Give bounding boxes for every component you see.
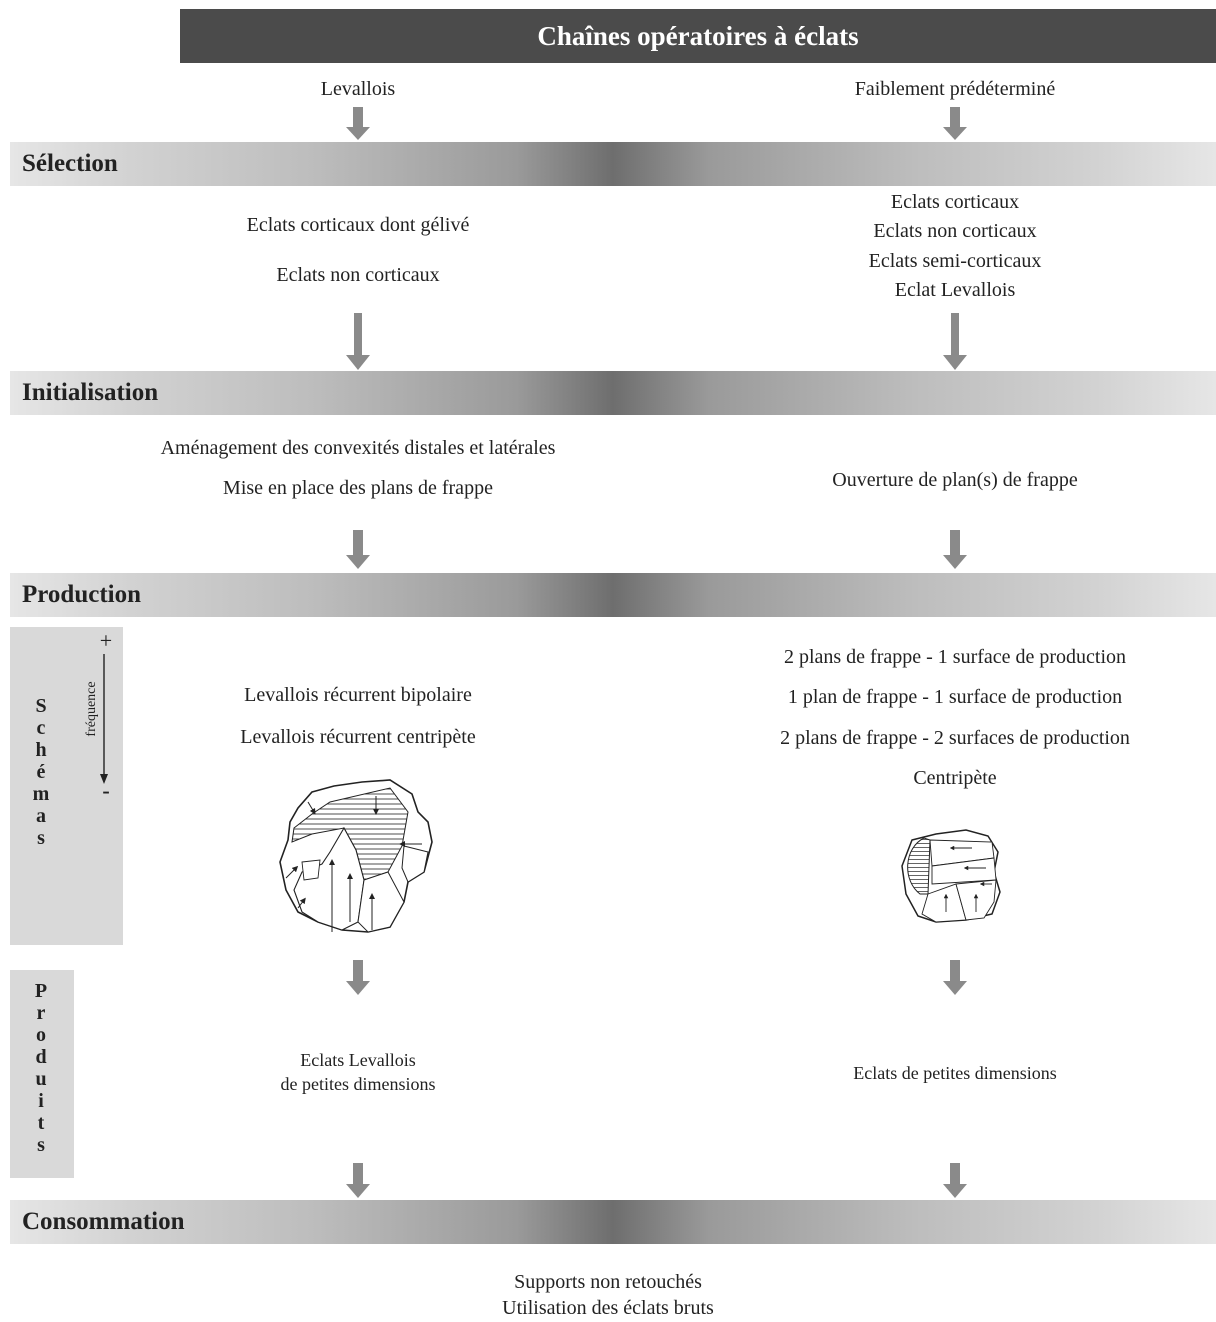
down-arrow-icon	[943, 530, 967, 569]
diagram-title: Chaînes opératoires à éclats	[180, 9, 1216, 63]
produits-vertical-label: P r o d u i t s	[28, 980, 54, 1156]
produits-letter: r	[36, 1002, 46, 1024]
column-header-levallois: Levallois	[320, 78, 396, 100]
selection-left-item: Eclats corticaux dont gélivé	[246, 214, 470, 236]
schemas-vertical-label: S c h é m a s	[28, 695, 54, 849]
frequency-axis: + - fréquence	[72, 628, 124, 803]
consommation-item: Supports non retouchés	[514, 1271, 702, 1293]
section-label: Consommation	[22, 1208, 185, 1235]
down-arrow-icon	[346, 313, 370, 370]
selection-right-item: Eclat Levallois	[894, 279, 1016, 301]
produits-letter: d	[35, 1046, 47, 1068]
initialisation-right-item: Ouverture de plan(s) de frappe	[832, 469, 1078, 491]
down-arrow-icon	[346, 107, 370, 140]
section-label: Sélection	[22, 150, 118, 177]
section-band-consommation: Consommation	[10, 1200, 1216, 1244]
frequency-minus: -	[102, 778, 110, 803]
down-arrow-icon	[346, 530, 370, 569]
centripetal-core-drawing	[901, 829, 1001, 923]
schemas-right-item: 1 plan de frappe - 1 surface de producti…	[787, 686, 1123, 708]
down-arrow-icon	[346, 1163, 370, 1198]
schemas-right-item: 2 plans de frappe - 1 surface de product…	[783, 646, 1127, 668]
schemas-left-item: Levallois récurrent bipolaire	[244, 684, 472, 706]
selection-right-item: Eclats corticaux	[890, 191, 1020, 213]
section-label: Production	[22, 581, 141, 608]
produits-left-item: de petites dimensions	[280, 1074, 436, 1094]
produits-letter: o	[36, 1024, 46, 1046]
initialisation-left-item: Mise en place des plans de frappe	[223, 477, 493, 499]
down-arrow-icon	[346, 960, 370, 995]
down-arrow-icon	[943, 960, 967, 995]
section-band-production: Production	[10, 573, 1216, 617]
schemas-letter: a	[36, 805, 46, 827]
selection-left-item: Eclats non corticaux	[276, 264, 440, 286]
selection-right-item: Eclats non corticaux	[873, 220, 1037, 242]
section-band-selection: Sélection	[10, 142, 1216, 186]
schemas-letter: m	[32, 783, 50, 805]
schemas-letter: é	[36, 761, 46, 783]
initialisation-left-item: Aménagement des convexités distales et l…	[160, 437, 556, 459]
produits-letter: u	[35, 1068, 47, 1090]
frequency-arrow-icon	[100, 654, 108, 784]
produits-letter: i	[38, 1090, 44, 1112]
consommation-item: Utilisation des éclats bruts	[502, 1297, 714, 1319]
schemas-letter: S	[35, 695, 47, 717]
schemas-left-item: Levallois récurrent centripète	[240, 726, 476, 748]
down-arrow-icon	[943, 313, 967, 370]
section-band-initialisation: Initialisation	[10, 371, 1216, 415]
schemas-right-item: Centripète	[913, 767, 997, 789]
produits-letter: t	[37, 1112, 45, 1134]
column-header-faiblement: Faiblement prédéterminé	[854, 78, 1056, 100]
levallois-core-drawing	[279, 779, 433, 933]
schemas-letter: h	[35, 739, 47, 761]
schemas-right-item: 2 plans de frappe - 2 surfaces de produc…	[780, 727, 1130, 749]
selection-right-item: Eclats semi-corticaux	[868, 250, 1042, 272]
down-arrow-icon	[943, 107, 967, 140]
frequency-label: fréquence	[84, 681, 99, 737]
produits-side-box	[10, 970, 74, 1178]
produits-left-item: Eclats Levallois	[300, 1050, 416, 1070]
produits-letter: P	[34, 980, 48, 1002]
schemas-letter: s	[37, 827, 45, 849]
frequency-plus: +	[99, 628, 113, 653]
schemas-letter: c	[36, 717, 46, 739]
down-arrow-icon	[943, 1163, 967, 1198]
produits-right-item: Eclats de petites dimensions	[853, 1063, 1057, 1083]
produits-letter: s	[37, 1134, 45, 1156]
section-label: Initialisation	[22, 379, 159, 406]
